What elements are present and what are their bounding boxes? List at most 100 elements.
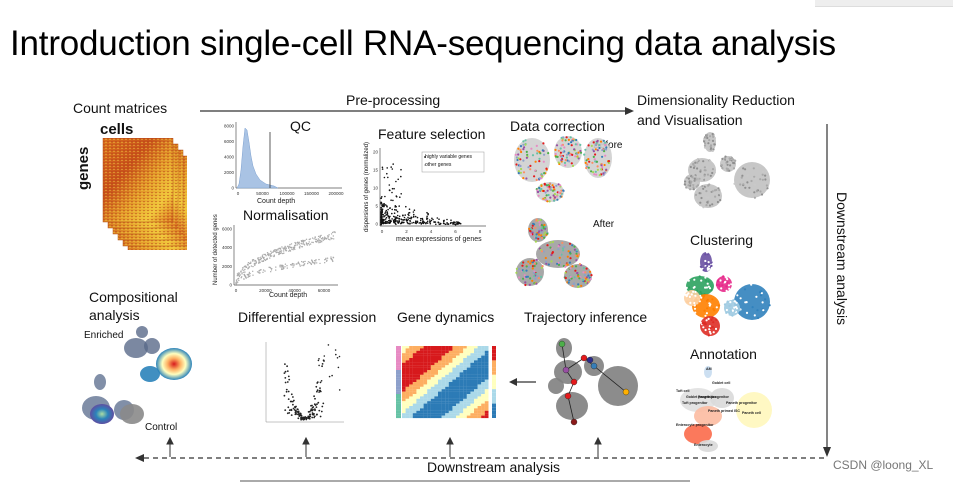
norm-point [253,263,256,265]
norm-point [303,244,306,246]
heat-cell [423,398,428,402]
cluster-cell [702,269,705,272]
umap-cell [517,153,520,156]
umap-cell [728,169,731,172]
heat-cell [402,401,406,404]
heat-cell [445,396,449,399]
cluster-cell [705,251,709,254]
umap-cell [538,223,541,226]
umap-cell [546,244,549,247]
colorbar-cell [492,353,496,357]
heat-cell [416,379,421,383]
umap-before [514,136,612,203]
heat-cell [438,394,442,397]
heat-cell [416,355,421,359]
heat-cell [405,391,410,395]
preprocessing-label: Pre-processing [346,92,441,108]
heat-cell [409,348,413,351]
fs-ylabel: dispersions of genes (normalized) [364,141,370,232]
dimred-label-line1: Dimensionality Reduction [637,92,795,108]
fs-point [380,219,382,221]
umap-cell [565,156,568,159]
comp-bg [94,374,106,390]
after-label: After [593,219,615,230]
umap-cell [713,143,716,146]
umap-cell [732,158,735,161]
umap-cell [549,246,552,249]
umap-cell [740,176,743,179]
umap-cell [520,167,523,171]
heat-cell [463,348,467,351]
row-annotation [396,346,401,349]
traj-blob [548,378,564,394]
up-arrow-head [594,436,602,445]
gene-dynamics-label: Gene dynamics [397,309,495,325]
umap-cell [555,144,559,147]
umap-cell [574,143,577,146]
norm-point [238,275,241,278]
umap-cell [595,142,598,145]
volcano-point [305,417,308,419]
umap-cell [599,140,603,143]
umap-cell [568,261,571,264]
umap-cell [534,160,537,163]
umap-cell [723,161,726,164]
fs-point [438,223,441,226]
heat-cell [448,410,453,414]
fs-point [446,218,448,221]
volcano-point [297,417,300,420]
umap-cell [706,136,709,140]
umap-cell [563,161,567,164]
heat-cell [470,391,475,395]
fs-point [419,219,422,222]
heat-cell [427,382,431,385]
fs-point [382,220,384,222]
heat-cell [474,379,478,383]
heat-cell [409,367,413,371]
heat-cell [474,353,478,356]
heat-cell [434,360,439,363]
heat-cell [459,401,464,404]
heat-cell [456,365,460,368]
norm-point [264,259,267,262]
fs-point [419,221,422,224]
heat-cell [445,362,449,366]
umap-cell [519,158,522,161]
trajectory-edge [567,395,575,423]
umap-cell [571,284,574,287]
umap-cell [742,183,745,186]
umap-cell [584,161,587,164]
heat-cell [474,415,478,419]
norm-point [327,237,329,239]
volcano-point [318,364,320,367]
norm-point [275,251,278,254]
tick-label: 8 [479,229,482,234]
heat-cell [466,391,471,395]
umap-cell [600,168,603,171]
umap-cell [573,245,576,248]
umap-cell [720,164,723,167]
norm-point [271,255,273,257]
colorbar-cell [492,410,496,415]
heat-cell [420,348,424,351]
fs-point [406,219,409,222]
heat-cell [430,391,435,395]
heat-cell [427,384,431,387]
heat-cell [474,396,478,399]
fs-point [400,168,402,171]
heat-cell [412,396,417,399]
fs-point [398,217,401,220]
heat-cell [420,355,424,359]
umap-cell [700,196,703,200]
umap-cell [535,144,538,147]
volcano-point [316,403,318,405]
row-annotation [396,350,401,354]
heat-cell [420,406,424,409]
volcano-point [308,410,311,413]
heat-cell [434,386,439,390]
annotation-blob [698,440,718,452]
cluster-cell [707,261,710,264]
umap-cell [699,170,702,173]
heat-cell [445,382,449,385]
heat-cell [409,391,413,395]
